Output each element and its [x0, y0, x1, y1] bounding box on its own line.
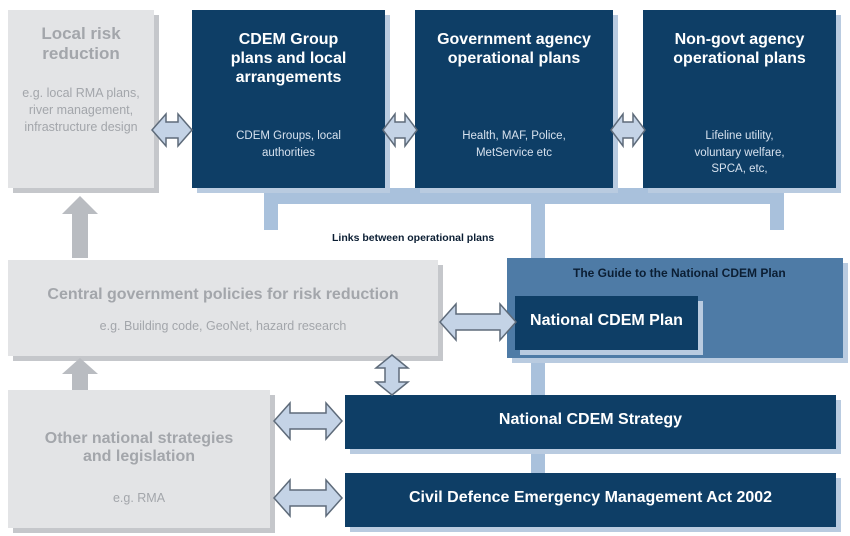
other-national-strategies-box: Other national strategies and legislatio…	[8, 390, 270, 528]
double-arrow-icon	[438, 302, 518, 342]
local-risk-title: Local risk reduction	[41, 24, 121, 63]
gov-agency-title: Government agency operational plans	[437, 31, 591, 68]
central-gov-subtitle: e.g. Building code, GeoNet, hazard resea…	[99, 319, 347, 333]
local-risk-reduction-box: Local risk reduction e.g. local RMA plan…	[8, 10, 154, 188]
national-plan-label: National CDEM Plan	[530, 312, 683, 329]
guide-label: The Guide to the National CDEM Plan	[573, 266, 786, 280]
other-national-subtitle: e.g. RMA	[112, 491, 166, 505]
central-gov-title: Central government policies for risk red…	[47, 286, 399, 303]
cdem-group-title: CDEM Group plans and local arrangements	[230, 31, 347, 87]
double-arrow-icon	[382, 111, 418, 149]
local-risk-subtitle: e.g. local RMA plans, river management, …	[22, 86, 140, 134]
national-cdem-strategy-bar: National CDEM Strategy	[345, 395, 836, 449]
national-cdem-plan-box: National CDEM Plan	[515, 296, 698, 350]
vertical-double-arrow-icon	[373, 354, 411, 396]
double-arrow-icon	[151, 112, 193, 148]
connector-bus-horizontal	[264, 188, 784, 204]
connector-bus-right-stub	[770, 206, 784, 230]
cdem-act-bar: Civil Defence Emergency Management Act 2…	[345, 473, 836, 527]
links-caption: Links between operational plans	[332, 232, 495, 244]
nongov-agency-title: Non-govt agency operational plans	[673, 31, 806, 68]
non-govt-agency-plans-box: Non-govt agency operational plans Lifeli…	[643, 10, 836, 188]
connector-bus-left-stub	[264, 206, 278, 230]
gov-agency-subtitle: Health, MAF, Police, MetService etc	[462, 130, 566, 159]
up-arrow-icon	[62, 358, 98, 390]
national-strategy-label: National CDEM Strategy	[498, 411, 683, 428]
up-arrow-icon	[62, 196, 98, 258]
double-arrow-icon	[610, 111, 646, 149]
government-agency-plans-box: Government agency operational plans Heal…	[415, 10, 613, 188]
double-arrow-icon	[272, 478, 344, 518]
central-gov-policies-box: Central government policies for risk red…	[8, 260, 438, 356]
cdem-group-subtitle: CDEM Groups, local authorities	[236, 130, 341, 159]
double-arrow-icon	[272, 401, 344, 441]
nongov-agency-subtitle: Lifeline utility, voluntary welfare, SPC…	[694, 130, 785, 176]
cdem-group-plans-box: CDEM Group plans and local arrangements …	[192, 10, 385, 188]
other-national-title: Other national strategies and legislatio…	[44, 430, 234, 466]
act-label: Civil Defence Emergency Management Act 2…	[408, 489, 773, 506]
